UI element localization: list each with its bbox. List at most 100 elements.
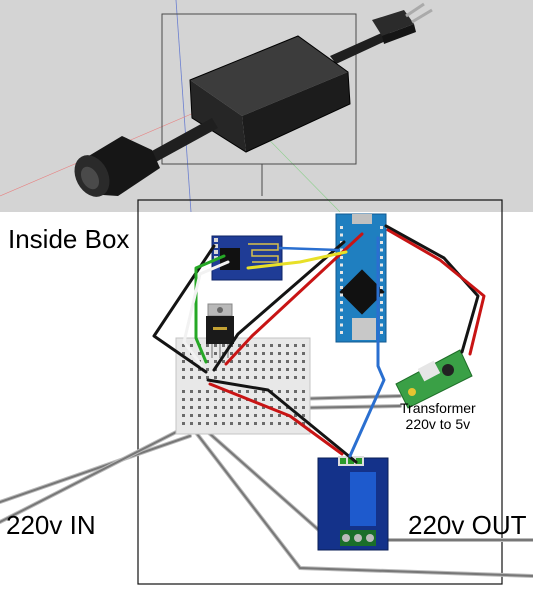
breadboard-hole [238, 376, 241, 379]
nano-pin [340, 323, 343, 327]
breadboard-hole [182, 376, 185, 379]
breadboard-hole [214, 376, 217, 379]
breadboard-hole [262, 390, 265, 393]
breadboard-hole [198, 398, 201, 401]
breadboard-hole [182, 398, 185, 401]
breadboard-hole [238, 398, 241, 401]
breadboard-hole [230, 422, 233, 425]
nano-pin [380, 323, 383, 327]
breadboard-hole [262, 398, 265, 401]
breadboard-hole [254, 422, 257, 425]
nano-pin [340, 293, 343, 297]
breadboard-hole [238, 390, 241, 393]
breadboard-hole [302, 344, 305, 347]
nano-pin [340, 331, 343, 334]
socket [74, 136, 160, 197]
breadboard-hole [238, 414, 241, 417]
breadboard-hole [254, 344, 257, 347]
breadboard-hole [230, 406, 233, 409]
breadboard-hole [294, 398, 297, 401]
breadboard-hole [262, 352, 265, 355]
breadboard-hole [302, 422, 305, 425]
breadboard-hole [294, 390, 297, 393]
breadboard-hole [238, 360, 241, 363]
breadboard-hole [286, 360, 289, 363]
breadboard-hole [190, 398, 193, 401]
breadboard-hole [206, 376, 209, 379]
transformer-label-line2: 220v to 5v [405, 416, 471, 432]
breadboard-hole [190, 344, 193, 347]
breadboard-hole [230, 368, 233, 371]
ac-out-label: 220v OUT [408, 510, 527, 540]
inside-box-outline [137, 199, 503, 585]
breadboard-hole [214, 406, 217, 409]
breadboard-hole [182, 422, 185, 425]
breadboard-hole [246, 406, 249, 409]
breadboard-hole [262, 360, 265, 363]
breadboard-hole [206, 390, 209, 393]
breadboard-hole [182, 344, 185, 347]
breadboard-hole [270, 414, 273, 417]
nano-pin [340, 308, 343, 312]
breadboard-hole [230, 352, 233, 355]
nano-pin [340, 248, 343, 252]
nano-pin [340, 271, 343, 274]
breadboard-hole [246, 352, 249, 355]
breadboard-hole [190, 406, 193, 409]
breadboard-hole [206, 360, 209, 363]
breadboard-hole [198, 390, 201, 393]
breadboard-hole [230, 376, 233, 379]
breadboard-hole [222, 422, 225, 425]
breadboard-hole [206, 422, 209, 425]
breadboard-hole [294, 344, 297, 347]
nano-pin [380, 256, 383, 259]
breadboard-hole [302, 360, 305, 363]
nano-pin [340, 233, 343, 237]
breadboard-hole [222, 414, 225, 417]
breadboard-hole [302, 376, 305, 379]
nano-pin [380, 241, 383, 244]
breadboard-hole [302, 368, 305, 371]
nano-pin [380, 286, 383, 289]
breadboard-hole [190, 422, 193, 425]
breadboard-hole [254, 352, 257, 355]
breadboard-hole [294, 414, 297, 417]
breadboard-hole [278, 422, 281, 425]
breadboard-hole [278, 344, 281, 347]
breadboard-holes [182, 344, 305, 425]
breadboard-hole [222, 406, 225, 409]
breadboard-hole [302, 390, 305, 393]
nano-pin [340, 316, 343, 319]
breadboard-hole [294, 368, 297, 371]
breadboard-hole [254, 390, 257, 393]
nano-pin [380, 301, 383, 304]
enclosure-box [189, 35, 351, 153]
breadboard-hole [238, 344, 241, 347]
breadboard-hole [286, 376, 289, 379]
dc-wires [152, 224, 486, 464]
nano-pin [380, 331, 383, 334]
nano-pins [340, 226, 383, 334]
transformer-module [395, 349, 473, 409]
transformer-label: Transformer 220v to 5v [400, 400, 476, 432]
plug [372, 2, 433, 44]
wifi-module [211, 235, 283, 281]
breadboard-hole [206, 406, 209, 409]
nano-pin [380, 263, 383, 267]
breadboard-hole [206, 414, 209, 417]
breadboard-hole [206, 398, 209, 401]
breadboard-hole [238, 422, 241, 425]
nano-pin [380, 278, 383, 282]
nano-pin [340, 256, 343, 259]
breadboard-hole [214, 390, 217, 393]
breadboard-hole [246, 376, 249, 379]
breadboard-hole [286, 344, 289, 347]
inside-box-label: Inside Box [8, 224, 130, 254]
breadboard-hole [262, 376, 265, 379]
breadboard-hole [254, 376, 257, 379]
breadboard-hole [278, 414, 281, 417]
breadboard-hole [230, 414, 233, 417]
breadboard-hole [286, 398, 289, 401]
breadboard-hole [294, 352, 297, 355]
breadboard-hole [262, 422, 265, 425]
